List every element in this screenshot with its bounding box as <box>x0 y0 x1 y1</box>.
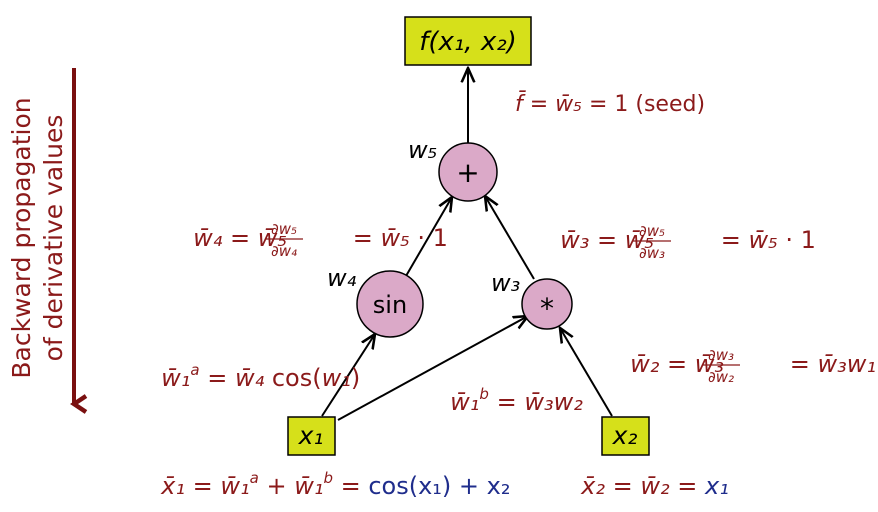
edge-x2-to-mult <box>560 328 613 417</box>
w3bar-fraction-den: ∂w₃ <box>639 244 665 262</box>
x1bar-annotation: x̄₁ = w̄₁a + w̄₁b = cos(x₁) + x₂ <box>123 469 533 500</box>
x2-node-box <box>601 416 650 456</box>
side-label-line2: of derivative values <box>39 115 68 362</box>
plus-node <box>438 142 498 202</box>
w4bar-annotation-right: = w̄₅ · 1 <box>307 224 471 252</box>
sin-node-var: w₄ <box>327 264 357 292</box>
w1b-annotation: w̄₁b = w̄₃w₂ <box>412 385 606 416</box>
w4bar-fraction-den: ∂w₄ <box>271 242 297 260</box>
w2bar-fraction-den: ∂w₂ <box>708 368 734 386</box>
mult-node <box>521 278 573 330</box>
x2-node-label: x₂ <box>612 421 638 450</box>
edge-x1-to-sin <box>321 334 375 417</box>
w2bar-annotation-left: w̄₂ = w̄₃ <box>592 350 747 378</box>
edge-x1-to-mult <box>337 316 528 421</box>
x2bar-annotation: x̄₂ = w̄₂ = x₁ <box>543 472 752 500</box>
w4bar-annotation-left: w̄₄ = w̄₅ <box>155 224 310 252</box>
sin-node <box>356 270 424 338</box>
w1a-annotation: w̄₁a = w̄₄ cos(w₁) <box>123 361 383 392</box>
sin-node-op: sin <box>373 291 407 319</box>
output-node-label: f(x₁, x₂) <box>419 27 517 57</box>
w3bar-annotation-left: w̄₃ = w̄₅ <box>522 226 677 254</box>
w2bar-fraction-num: ∂w₃ <box>708 346 734 364</box>
edge-sin-to-plus <box>405 197 452 277</box>
side-label-line1: Backward propagation <box>7 97 36 378</box>
plus-node-op: + <box>456 156 479 189</box>
edge-mult-to-plus <box>485 196 535 280</box>
w2bar-annotation-right: = w̄₃w₁ <box>744 350 878 378</box>
seed-annotation: f̄ = w̄₅ = 1 (seed) <box>480 91 726 117</box>
x1-node-label: x₁ <box>298 421 324 450</box>
plus-node-var: w₅ <box>408 136 437 164</box>
output-node-box <box>404 16 532 66</box>
x1-node-box <box>287 416 336 456</box>
w3bar-fraction-num: ∂w₅ <box>639 222 665 240</box>
w3bar-annotation-right: = w̄₅ · 1 <box>675 226 839 254</box>
mult-node-var: w₃ <box>491 269 520 297</box>
mult-node-op: * <box>540 292 554 325</box>
w4bar-fraction-num: ∂w₅ <box>271 220 297 238</box>
